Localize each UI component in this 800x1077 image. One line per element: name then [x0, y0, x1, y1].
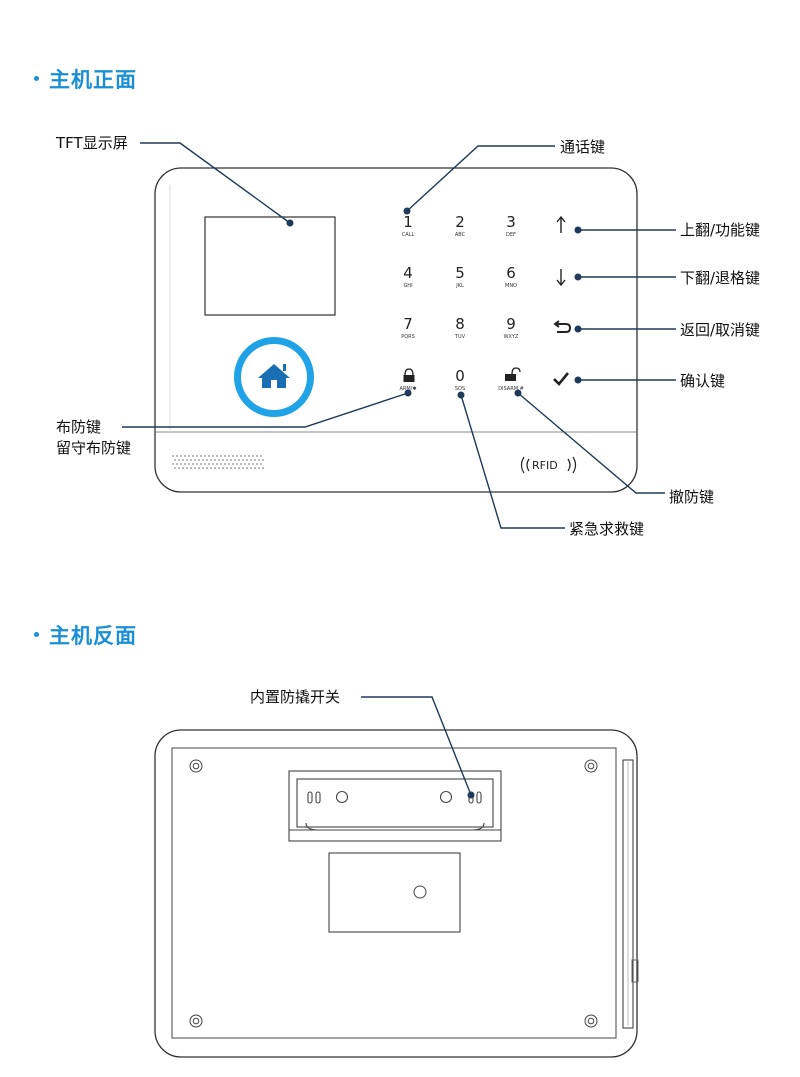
key-number: 0 [455, 367, 465, 385]
up-arrow-icon [556, 215, 566, 233]
front-section-title: 主机正面 [34, 64, 137, 94]
home-icon [258, 364, 290, 388]
callout-dots [286, 207, 582, 399]
rfid-label: RFID [532, 459, 558, 472]
screw-icon [189, 1014, 203, 1028]
checkmark-icon [553, 372, 570, 386]
key-sublabel: MNO [505, 283, 517, 289]
key-number: 3 [506, 213, 516, 231]
callout-lines [122, 142, 676, 529]
screw-icon [584, 1014, 598, 1028]
back-arrow-icon [553, 320, 572, 333]
key-sublabel: GHI [403, 283, 412, 289]
key-sublabel: WXYZ [504, 334, 519, 340]
screw-icon [189, 759, 203, 773]
key-number: 2 [455, 213, 465, 231]
tamper-callout-dot [467, 791, 475, 799]
down-arrow-icon [556, 269, 566, 287]
key-number: 5 [455, 264, 465, 282]
keypad-key[interactable]: ARM/✱ [399, 386, 417, 392]
key-sublabel: JKL [455, 283, 464, 289]
key-number: 8 [455, 315, 465, 333]
key-number: 4 [403, 264, 413, 282]
mounting-bracket [288, 770, 502, 842]
side-rail [622, 759, 634, 1029]
bullet-icon [34, 631, 39, 637]
tamper-switch-label: 内置防撬开关 [250, 688, 341, 706]
battery-cover [328, 852, 461, 933]
key-sublabel: DISARM # [498, 386, 524, 392]
back-panel [171, 747, 617, 1039]
tamper-callout-line [361, 696, 472, 796]
sos-key-label: 紧急求救键 [569, 520, 645, 538]
key-sublabel: TUV [454, 334, 466, 340]
unlock-icon [505, 367, 521, 381]
stay-arm-key-label: 留守布防键 [56, 439, 132, 457]
key-sublabel: PQRS [401, 334, 415, 340]
key-sublabel: SOS [455, 386, 465, 392]
key-sublabel: DEF [506, 232, 516, 238]
key-number: 9 [506, 315, 516, 333]
keypad-key[interactable]: DISARM # [498, 386, 524, 392]
arm-key-label: 布防键 [56, 418, 102, 436]
bullet-icon [34, 75, 39, 81]
device-back-body [154, 729, 638, 1058]
cover-screw-icon [413, 885, 427, 899]
key-sublabel: ABC [455, 232, 466, 238]
key-sublabel: CALL [402, 232, 415, 238]
call-key-label: 通话键 [560, 138, 606, 156]
lock-icon [403, 368, 415, 382]
down-key-label: 下翻/退格键 [680, 269, 761, 287]
rfid-icon [520, 456, 577, 474]
key-number: 1 [403, 213, 413, 231]
back-key-label: 返回/取消键 [680, 321, 761, 339]
screw-icon [584, 759, 598, 773]
tft-screen [204, 216, 336, 316]
back-section-title: 主机反面 [34, 620, 137, 650]
key-sublabel: ARM/✱ [399, 386, 417, 392]
speaker-grill [172, 455, 264, 469]
ok-key-label: 确认键 [680, 372, 726, 390]
tft-screen-label: TFT显示屏 [56, 134, 128, 152]
up-key-label: 上翻/功能键 [680, 221, 761, 239]
key-number: 7 [403, 315, 413, 333]
disarm-key-label: 撤防键 [669, 488, 715, 506]
key-number: 6 [506, 264, 516, 282]
